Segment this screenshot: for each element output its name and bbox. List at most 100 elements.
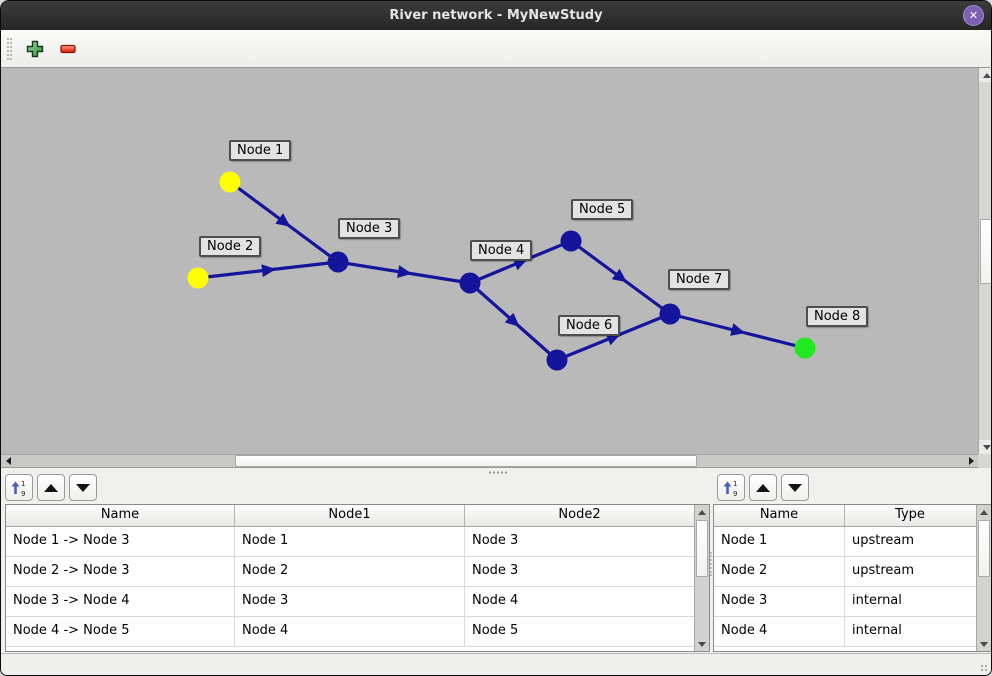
table-cell: upstream: [852, 563, 915, 578]
table-cell: internal: [852, 593, 902, 608]
triangle-down-icon: [788, 483, 802, 492]
vertical-scroll-thumb[interactable]: [978, 520, 990, 577]
scroll-up-button[interactable]: [979, 68, 991, 82]
scroll-up-button[interactable]: [695, 505, 709, 519]
table-cell: Node 5: [472, 623, 519, 638]
river-branch-edge[interactable]: [669, 312, 806, 350]
horizontal-scroll-thumb[interactable]: [235, 455, 697, 467]
river-branch-edge[interactable]: [556, 312, 671, 362]
sort-ascending-icon: 1 9: [11, 480, 25, 497]
river-node[interactable]: [560, 230, 582, 252]
table-cell: Node 4: [235, 617, 465, 646]
river-branch-edge[interactable]: [337, 260, 471, 285]
table-cell: Node 4: [714, 617, 845, 646]
svg-text:9: 9: [21, 490, 25, 497]
nodes-move-up-button[interactable]: [749, 474, 777, 501]
river-branch-edge[interactable]: [570, 239, 671, 316]
table-splitter-handle[interactable]: [710, 552, 713, 576]
node-label[interactable]: Node 1: [229, 140, 292, 161]
nodes-table-scrollbar[interactable]: [976, 505, 991, 651]
scroll-left-button[interactable]: [1, 455, 15, 467]
node-label[interactable]: Node 6: [558, 315, 621, 336]
arrow-down-icon: [980, 641, 988, 647]
branches-move-down-button[interactable]: [69, 474, 97, 501]
river-branch-edge[interactable]: [469, 239, 572, 285]
column-header[interactable]: Name: [714, 505, 845, 526]
table-cell: Node 3: [472, 563, 519, 578]
river-node[interactable]: [546, 349, 568, 371]
table-cell: Node 3 -> Node 4: [6, 587, 235, 616]
scroll-down-button[interactable]: [979, 440, 991, 454]
node-label[interactable]: Node 3: [338, 218, 401, 239]
node-label[interactable]: Node 8: [806, 306, 869, 327]
remove-icon: [60, 44, 76, 53]
svg-text:9: 9: [733, 490, 737, 497]
scroll-down-button[interactable]: [977, 637, 991, 651]
table-cell: Node 2: [235, 557, 465, 586]
river-network-canvas[interactable]: Node 1 Node 2 Node 3 Node 4 Node 5 Node 6 Node…: [1, 68, 978, 454]
branches-table-scrollbar[interactable]: [694, 505, 709, 651]
river-branch-edge[interactable]: [468, 281, 559, 362]
nodes-sort-button[interactable]: 1 9: [717, 474, 745, 501]
scroll-up-button[interactable]: [977, 505, 991, 519]
triangle-down-icon: [76, 483, 90, 492]
river-node[interactable]: [794, 337, 816, 359]
add-button[interactable]: [24, 38, 46, 60]
column-header[interactable]: Node1: [235, 505, 465, 526]
arrow-left-icon: [5, 457, 11, 465]
vertical-scroll-thumb[interactable]: [980, 219, 991, 284]
node-label[interactable]: Node 7: [668, 269, 731, 290]
arrow-down-icon: [982, 444, 991, 450]
river-node[interactable]: [459, 272, 481, 294]
nodes-move-down-button[interactable]: [781, 474, 809, 501]
column-header[interactable]: Name: [6, 505, 235, 526]
river-branch-edge[interactable]: [229, 180, 339, 264]
river-node[interactable]: [659, 303, 681, 325]
branches-move-up-button[interactable]: [37, 474, 65, 501]
table-cell: Node 4: [472, 593, 519, 608]
node-label[interactable]: Node 4: [470, 240, 533, 261]
table-cell: Node 1: [714, 527, 845, 556]
arrow-up-icon: [982, 72, 991, 78]
scroll-down-button[interactable]: [695, 637, 709, 651]
branches-sort-button[interactable]: 1 9: [5, 474, 33, 501]
remove-button[interactable]: [57, 38, 79, 60]
scrollbar-corner: [978, 454, 991, 468]
river-branch-edge[interactable]: [197, 260, 339, 280]
toolbar-drag-handle[interactable]: [7, 37, 12, 60]
river-node[interactable]: [327, 251, 349, 273]
arrow-up-icon: [980, 509, 988, 515]
node-label[interactable]: Node 5: [571, 199, 634, 220]
scroll-right-button[interactable]: [964, 455, 978, 467]
vertical-scroll-thumb[interactable]: [696, 520, 708, 577]
table-cell: Node 3: [235, 587, 465, 616]
column-header[interactable]: Node2: [558, 507, 601, 522]
column-header[interactable]: Type: [895, 507, 925, 522]
close-button[interactable]: ✕: [963, 5, 984, 26]
canvas-vertical-scrollbar[interactable]: [978, 68, 991, 454]
node-label[interactable]: Node 2: [199, 236, 262, 257]
titlebar[interactable]: River network - MyNewStudy ✕: [1, 1, 991, 30]
river-node[interactable]: [219, 171, 241, 193]
triangle-up-icon: [756, 483, 770, 492]
window-title: River network - MyNewStudy: [389, 8, 603, 23]
status-bar: [1, 653, 991, 675]
resize-grip-icon[interactable]: [980, 664, 989, 673]
panel-splitter[interactable]: [1, 468, 991, 477]
canvas-horizontal-scrollbar[interactable]: [1, 454, 978, 468]
river-node[interactable]: [187, 267, 209, 289]
